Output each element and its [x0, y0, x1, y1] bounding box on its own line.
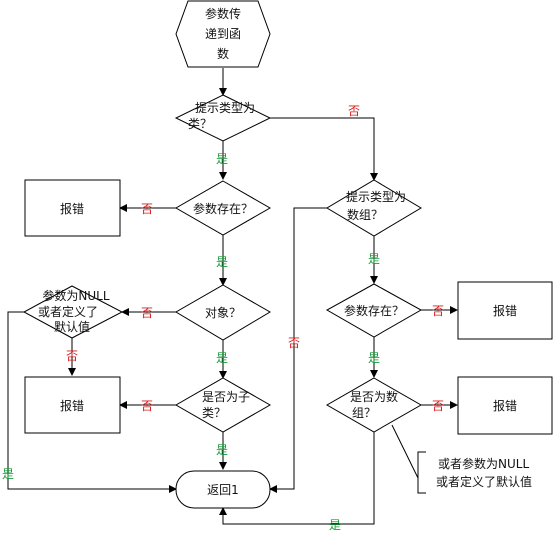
error-2-label: 报错	[60, 398, 84, 413]
label-no-param-exists-right: 否	[432, 304, 444, 318]
start-line-2: 递到函	[205, 27, 241, 41]
label-yes-is-subclass: 是	[216, 443, 228, 457]
node-param-exists-left: 参数存在？	[174, 180, 272, 236]
is-array-type-diamond	[326, 179, 422, 237]
label-no-is-array: 否	[432, 399, 444, 413]
label-no-is-class: 否	[348, 104, 360, 118]
error-3-label: 报错	[493, 303, 517, 318]
start-line-3: 数	[217, 46, 229, 61]
error-4-box	[457, 376, 553, 435]
is-class-diamond	[174, 94, 272, 142]
label-no-null-default: 否	[66, 349, 78, 363]
node-param-exists-right: 参数存在？	[325, 283, 423, 338]
node-error-4: 报错	[457, 376, 553, 435]
annotation-line-1: 或者参数为NULL	[438, 456, 529, 471]
is-subclass-diamond	[174, 377, 272, 433]
is-array-line-1: 是否为数	[350, 389, 398, 404]
label-yes-is-array-type: 是	[368, 252, 380, 266]
param-exists-right-label: 参数存在？	[344, 303, 404, 318]
null-or-default-diamond	[22, 285, 124, 339]
node-is-array: 是否为数 组？	[325, 377, 423, 433]
label-yes-param-exists-right: 是	[368, 351, 380, 365]
edge-labels: 否 是 否 是 否 是 否 否 是 是 否 是 否 是 否 是	[2, 104, 444, 532]
node-is-array-type: 提示类型为 数组？	[326, 179, 422, 237]
label-no-is-object: 否	[141, 306, 153, 320]
node-start: 参数传 递到函 数	[175, 0, 271, 68]
is-class-line-1: 提示类型为	[195, 100, 255, 115]
null-or-default-line-1: 参数为NULL	[42, 288, 109, 303]
label-no-param-exists-left: 否	[141, 202, 153, 216]
is-array-line-2: 组？	[352, 406, 376, 420]
return-1-label: 返回1	[207, 483, 239, 497]
node-null-or-default: 参数为NULL 或者定义了 默认值	[22, 285, 124, 339]
node-is-subclass: 是否为子 类？	[174, 377, 272, 433]
annotation: 或者参数为NULL 或者定义了默认值	[417, 451, 532, 494]
param-exists-left-label: 参数存在？	[193, 201, 253, 216]
param-exists-left-diamond	[174, 180, 272, 236]
node-is-class: 提示类型为 类？	[174, 94, 272, 142]
is-object-diamond	[175, 284, 271, 341]
annotation-line-2: 或者定义了默认值	[436, 474, 532, 489]
start-line-1: 参数传	[205, 6, 241, 21]
node-is-object: 对象？	[175, 284, 271, 341]
null-or-default-line-3: 默认值	[54, 319, 90, 334]
null-or-default-line-2: 或者定义了	[38, 304, 98, 319]
is-subclass-line-1: 是否为子	[202, 390, 250, 404]
node-return-1: 返回1	[175, 470, 271, 509]
is-subclass-line-2: 类？	[202, 406, 226, 420]
label-no-is-subclass: 否	[141, 399, 153, 413]
error-1-label: 报错	[60, 201, 84, 216]
edge-is-array-type-no	[269, 207, 327, 493]
node-error-1: 报错	[24, 179, 121, 237]
param-exists-right-diamond	[325, 283, 423, 338]
label-yes-param-exists-left: 是	[216, 255, 228, 269]
edge-null-default-yes	[7, 311, 177, 493]
node-error-3: 报错	[457, 281, 553, 340]
annotation-connector	[391, 424, 419, 479]
return-1-terminal	[175, 470, 271, 509]
is-array-diamond	[325, 377, 423, 433]
error-1-box	[24, 179, 121, 237]
edge-is-array-yes	[219, 432, 375, 525]
error-2-box	[24, 376, 121, 434]
start-hexagon	[175, 0, 271, 68]
is-array-type-line-1: 提示类型为	[346, 189, 406, 204]
label-yes-null-default: 是	[2, 467, 14, 481]
is-class-line-2: 类？	[188, 117, 212, 131]
error-3-box	[457, 281, 553, 340]
node-error-2: 报错	[24, 376, 121, 434]
label-yes-is-array: 是	[329, 518, 341, 532]
edges	[7, 68, 458, 525]
label-yes-is-class: 是	[216, 152, 228, 166]
error-4-label: 报错	[493, 398, 517, 413]
is-array-type-line-2: 数组？	[347, 207, 383, 222]
is-object-label: 对象？	[205, 306, 241, 320]
annotation-bracket	[417, 451, 426, 494]
edge-is-class-no	[270, 117, 378, 181]
label-no-is-array-type: 否	[288, 336, 300, 350]
label-yes-is-object: 是	[216, 351, 228, 365]
